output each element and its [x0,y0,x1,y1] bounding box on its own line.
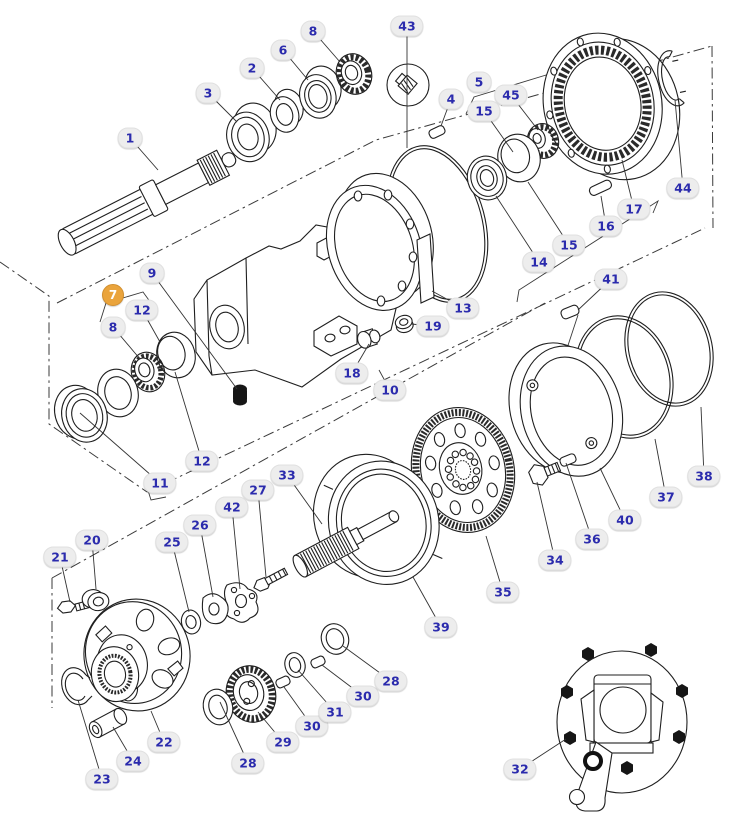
part-28-seal-right [320,623,350,655]
callout-26[interactable]: 26 [183,514,217,536]
callout-21[interactable]: 21 [43,546,77,568]
callout-39[interactable]: 39 [424,616,458,638]
callout-45[interactable]: 45 [494,84,528,106]
callout-36[interactable]: 36 [575,528,609,550]
part-35-friction-disc [410,407,516,533]
part-19-nut [394,314,414,334]
callout-22[interactable]: 22 [147,731,181,753]
part-25-washer [180,609,202,635]
callout-13[interactable]: 13 [446,297,480,319]
callout-16[interactable]: 16 [589,215,623,237]
callout-8[interactable]: 8 [100,316,126,338]
part-42-spider-retainer [223,582,259,623]
part-34-bolt [528,461,562,486]
callout-11[interactable]: 11 [143,472,177,494]
callout-44[interactable]: 44 [666,177,700,199]
callout-32[interactable]: 32 [503,758,537,780]
callout-3[interactable]: 3 [195,82,221,104]
callout-29[interactable]: 29 [266,731,300,753]
callout-18[interactable]: 18 [335,362,369,384]
part-38-ring [624,291,714,407]
part-16-pin [588,179,613,196]
callout-28[interactable]: 28 [231,752,265,774]
part-2-washer [269,88,304,133]
part-32-brake-actuator [556,643,688,812]
part-43-sealant-symbol [386,63,430,107]
part-40-brake-ring [508,342,624,477]
callout-30[interactable]: 30 [346,685,380,707]
part-17-ring-gear [542,32,681,181]
callout-12[interactable]: 12 [185,450,219,472]
callout-30[interactable]: 30 [295,715,329,737]
part-3-bearing [226,102,277,163]
part-31-washer [284,652,306,678]
part-30-pin-left [275,675,291,689]
part-12-bearing-cup-inner [97,368,139,418]
callout-15[interactable]: 15 [552,234,586,256]
part-8-bearing-cone [335,53,373,95]
callout-2[interactable]: 2 [239,57,265,79]
part-4-pin [428,125,446,139]
part-22-planet-carrier [83,598,191,712]
callout-12[interactable]: 12 [125,299,159,321]
part-26-thrust-plate [201,593,229,625]
callout-23[interactable]: 23 [85,768,119,790]
callout-28[interactable]: 28 [374,670,408,692]
callout-43[interactable]: 43 [390,15,424,37]
part-9-drain-plug [233,384,247,406]
callout-24[interactable]: 24 [116,750,150,772]
callout-5[interactable]: 5 [466,71,492,93]
callout-4[interactable]: 4 [438,88,464,110]
callout-37[interactable]: 37 [649,486,683,508]
part-30-pin-right [310,655,326,669]
callout-19[interactable]: 19 [416,315,450,337]
callout-1[interactable]: 1 [117,127,143,149]
callout-42[interactable]: 42 [215,496,249,518]
callout-20[interactable]: 20 [75,529,109,551]
callout-8[interactable]: 8 [300,20,326,42]
callout-35[interactable]: 35 [486,581,520,603]
housing-flange-bolt-holes [353,189,418,307]
part-24-bushing [88,707,128,739]
callout-34[interactable]: 34 [538,549,572,571]
callout-38[interactable]: 38 [687,465,721,487]
part-27-bolt [253,567,289,592]
callout-10[interactable]: 10 [373,379,407,401]
callout-6[interactable]: 6 [270,39,296,61]
callout-15[interactable]: 15 [467,100,501,122]
callout-17[interactable]: 17 [617,198,651,220]
callout-31[interactable]: 31 [318,701,352,723]
part-33-sun-shaft [292,510,400,578]
callout-27[interactable]: 27 [241,479,275,501]
part-1-axle-shaft [57,149,237,256]
part-6-seal-ring [298,65,342,119]
callout-7-highlighted[interactable]: 7 [102,284,124,306]
housing-flange [325,172,434,311]
callout-25[interactable]: 25 [155,531,189,553]
callout-40[interactable]: 40 [608,509,642,531]
part-20-washer [81,589,110,612]
callout-9[interactable]: 9 [139,262,165,284]
callout-14[interactable]: 14 [522,251,556,273]
part-14-seal [466,155,508,201]
callout-41[interactable]: 41 [594,268,628,290]
callout-33[interactable]: 33 [270,464,304,486]
